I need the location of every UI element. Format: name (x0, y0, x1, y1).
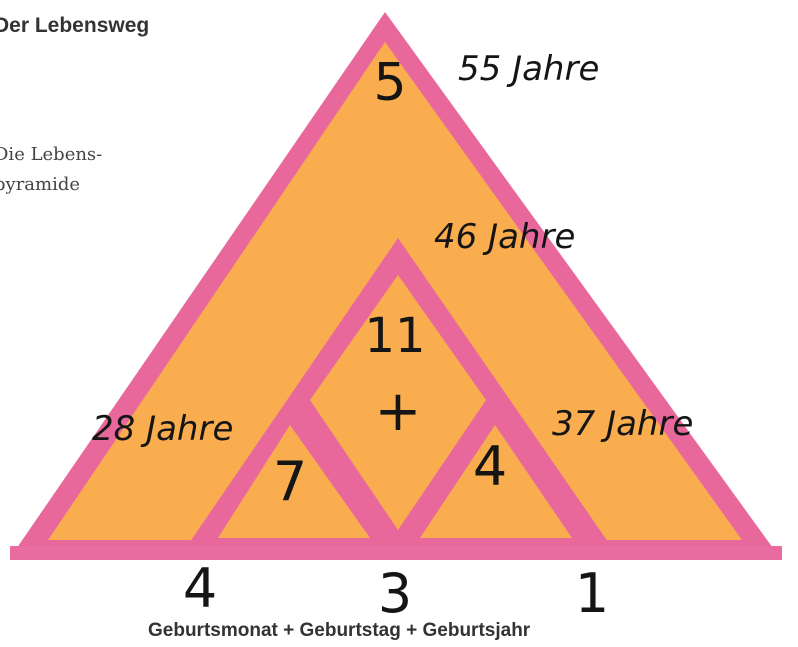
age-upper-middle: 46 Jahre (434, 217, 575, 257)
age-left: 28 Jahre (92, 409, 233, 449)
number-top: 5 (373, 53, 406, 113)
age-right: 37 Jahre (552, 404, 693, 444)
number-left-inner: 7 (273, 450, 307, 513)
number-center: 11 (364, 308, 425, 364)
birth-date-caption: Geburtsmonat + Geburtstag + Geburtsjahr (148, 620, 648, 642)
age-top: 55 Jahre (458, 49, 599, 89)
number-bottom-right: 1 (575, 562, 609, 625)
number-bottom-middle: 3 (378, 562, 412, 625)
base-stripe (10, 546, 782, 560)
number-bottom-left: 4 (183, 557, 217, 620)
number-right-inner: 4 (473, 435, 507, 498)
plus-sign: + (375, 379, 422, 444)
